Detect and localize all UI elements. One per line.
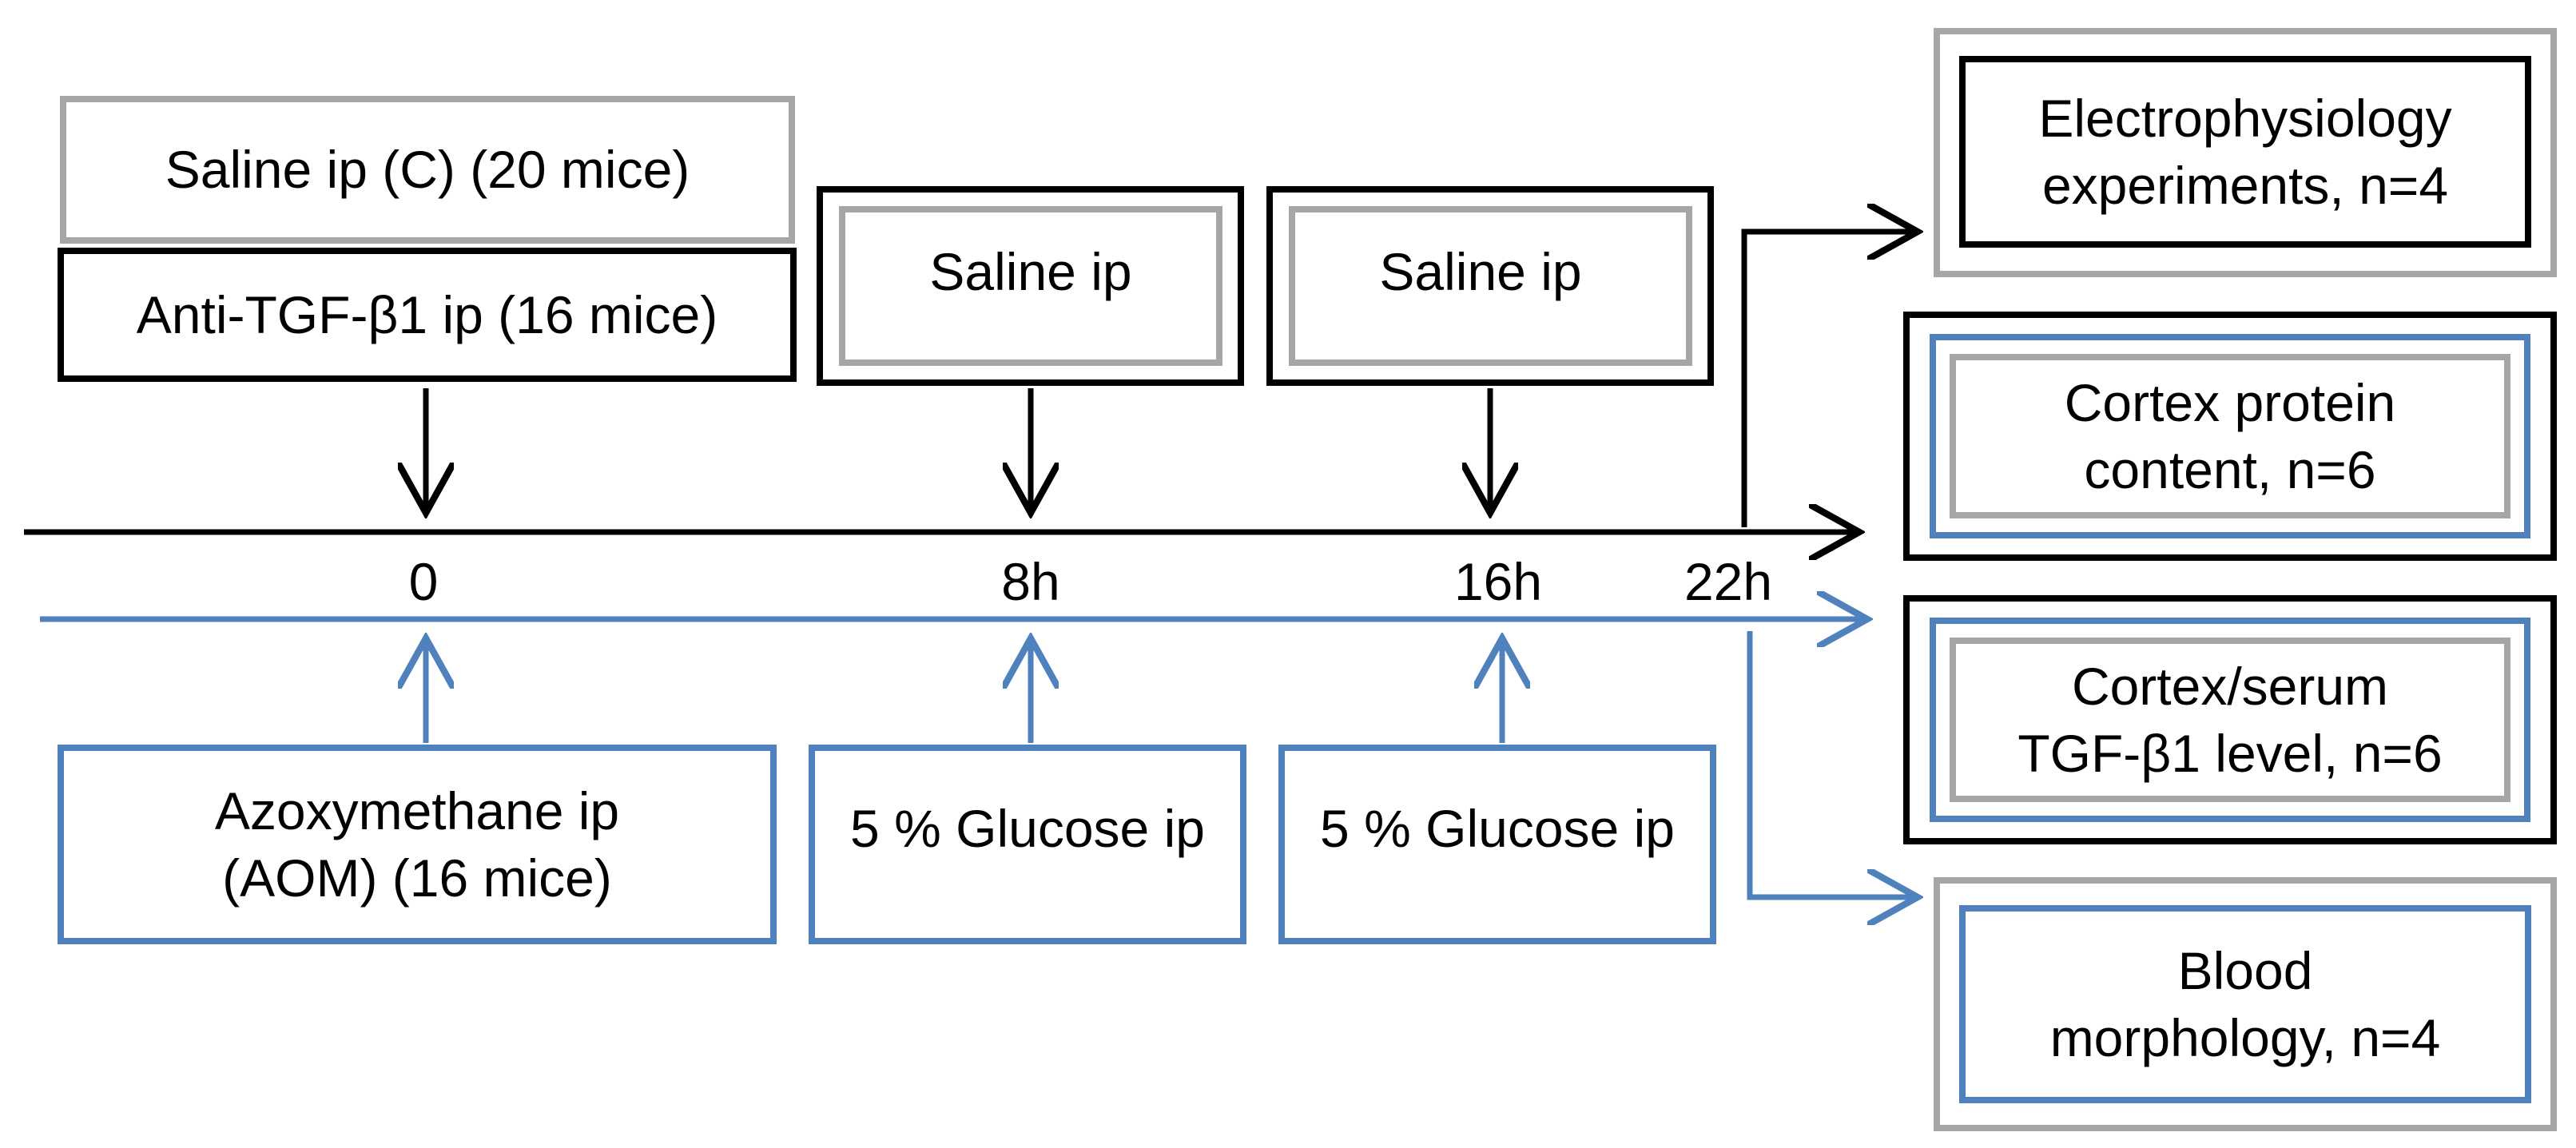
glucose-16h-label: 5 % Glucose ip (1320, 798, 1675, 858)
saline-control-box (60, 96, 795, 244)
glucose-16h-box (1278, 745, 1716, 944)
anti-tgf-label: Anti-TGF-β1 ip (16 mice) (136, 284, 718, 344)
branch-to-blood (1747, 631, 1912, 897)
cortex-protein-label: Cortex protein content, n=6 (2064, 372, 2396, 499)
glucose-8h-label: 5 % Glucose ip (850, 798, 1205, 858)
saline-8h-label: Saline ip (929, 242, 1132, 302)
saline-16h-label: Saline ip (1379, 242, 1582, 302)
blood-inner-box (1959, 905, 2531, 1103)
tick-16h: 16h (1453, 552, 1543, 611)
blood-label: Blood morphology, n=4 (2049, 940, 2441, 1067)
aom-label: Azoxymethane ip (AOM) (16 mice) (214, 781, 620, 908)
saline-16h-inner-box (1289, 206, 1692, 366)
branch-to-electrophysiology (1741, 232, 1912, 527)
glucose-8h-box (809, 745, 1246, 944)
aom-box (58, 745, 777, 944)
tick-8h: 8h (1001, 552, 1060, 611)
tick-0: 0 (408, 552, 439, 611)
saline-control-label: Saline ip (C) (20 mice) (165, 140, 690, 200)
tgf-level-label: Cortex/serum TGF-β1 level, n=6 (2017, 656, 2443, 783)
tgf-level-inner-box (1950, 638, 2510, 802)
tick-22h: 22h (1684, 552, 1773, 611)
anti-tgf-box (58, 248, 797, 382)
cortex-protein-inner-box (1950, 354, 2510, 518)
electrophysiology-label: Electrophysiology experiments, n=4 (2038, 88, 2452, 215)
electrophysiology-inner-box (1959, 56, 2531, 248)
saline-8h-inner-box (839, 206, 1222, 366)
